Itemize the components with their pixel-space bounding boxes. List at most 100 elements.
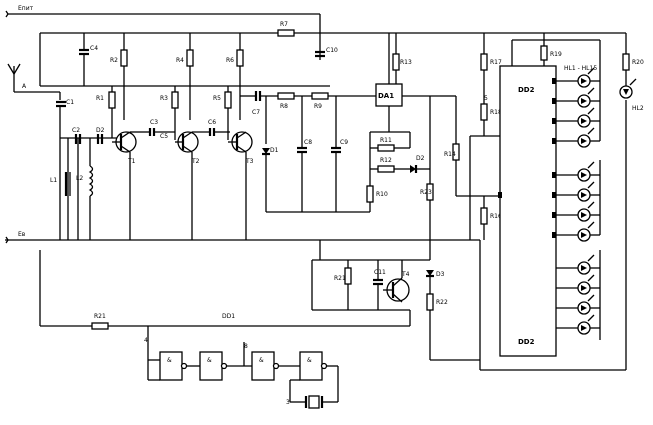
resistor-r3 [171,86,179,140]
r3-label: R3 [160,95,168,102]
r21-label: R21 [94,313,106,320]
d3-label: D3 [436,271,445,278]
c1-label: C1 [66,99,74,106]
d2b-label: D2 [416,155,425,162]
r2-label: R2 [110,57,118,64]
r22-label: R22 [436,299,448,306]
d1-label: D1 [270,147,279,154]
t1-label: T1 [127,158,136,165]
rail-top-label: Eпит [18,5,34,12]
c2-label: C2 [72,127,80,134]
r10-label: R10 [376,191,388,198]
r16-label: R16 [490,213,502,220]
capacitor-c9 [331,96,341,212]
dd2-bottom-label: DD2 [518,338,535,346]
c8-label: C8 [304,139,312,146]
c3-label: C3 [150,119,158,126]
c10-label: C10 [326,47,338,54]
dd2-pin-markers [498,78,556,238]
antenna-label: A [22,83,27,90]
t2-label: T2 [191,158,200,165]
led-group-1-icon [577,67,601,148]
l2-label: L2 [76,175,83,182]
resistor-r7 [277,29,295,37]
resistor-r23 [426,96,434,260]
gate1-symbol: & [167,357,172,364]
hl2-label: HL2 [632,105,644,112]
pin5-label: 5 [484,95,488,102]
resistor-r20 [622,33,630,86]
resistor-r2 [120,33,128,120]
transistor-t4-icon [383,260,410,303]
pin8-label: 8 [244,343,248,350]
c11-label: C11 [374,269,386,276]
c4-label: C4 [90,45,98,52]
capacitor-c6 [192,128,230,136]
crystal-z1-icon [290,395,338,409]
counter-chip-dd2 [479,39,627,371]
resistor-r10 [366,132,374,212]
rail-in-arrow-icon [5,236,9,244]
capacitor-c11 [373,260,383,310]
antenna-icon [7,63,61,100]
capacitor-c8 [297,96,307,212]
resistor-r1 [108,86,116,138]
resistor-r22 [426,293,480,361]
r1-label: R1 [96,95,104,102]
opamp-da1 [375,33,440,132]
gate2-symbol: & [207,357,212,364]
capacitor-c4 [79,33,89,86]
resistor-r8 [277,92,312,100]
led-array-hl1-hl15 [556,80,578,329]
resistor-r9 [311,92,376,100]
transistor-t2-icon [175,131,199,240]
resistor-r18 [470,103,500,137]
r7-label: R7 [280,21,288,28]
led-group-2-icon [577,160,601,242]
capacitor-c10 [315,50,325,58]
resistor-r12 [370,165,410,173]
transistor-t3-icon [228,131,253,240]
resistor-r6 [236,33,244,120]
rail-top-arrow-icon [5,10,9,18]
resistor-r16 [480,196,488,240]
hl1-label: HL1 - HL15 [564,65,597,72]
led-group-3-icon [577,250,601,340]
gate3-symbol: & [259,357,264,364]
pin3-label: 3 [286,399,290,406]
r6-label: R6 [226,57,234,64]
resistor-r15 [480,33,488,104]
r11-label: R11 [380,137,392,144]
led-hl2-icon [619,78,637,99]
capacitor-c3 [130,128,175,136]
pin4-label: 4 [144,337,148,344]
resistor-r14 [440,95,500,197]
resistor-r21-main [91,322,109,330]
dd2-label: DD2 [518,86,535,94]
dd1-gate-chain [147,326,339,402]
dd1-label: DD1 [222,313,235,320]
capacitor-c1 [56,100,66,240]
resistor-r13 [392,33,400,84]
resistor-r4 [186,33,194,120]
c9-label: C9 [340,139,348,146]
r18-label: R18 [490,109,502,116]
da1-label: DA1 [378,92,394,100]
r17-label: R17 [490,59,502,66]
rail-wires [5,13,480,327]
t3-label: T3 [245,158,254,165]
transistor-t1-icon [112,131,137,240]
diode-d2-icon [410,165,430,173]
gate4-symbol: & [307,357,312,364]
t4-label: T4 [401,271,410,278]
r9-label: R9 [314,103,322,110]
r14-label: R14 [444,151,456,158]
resistor-r21 [344,260,352,310]
c5-label: C5 [160,133,168,140]
r20-label: R20 [632,59,644,66]
r12-label: R12 [380,157,392,164]
resistor-r5 [224,86,232,140]
r21-small-label: R21 [334,275,346,282]
